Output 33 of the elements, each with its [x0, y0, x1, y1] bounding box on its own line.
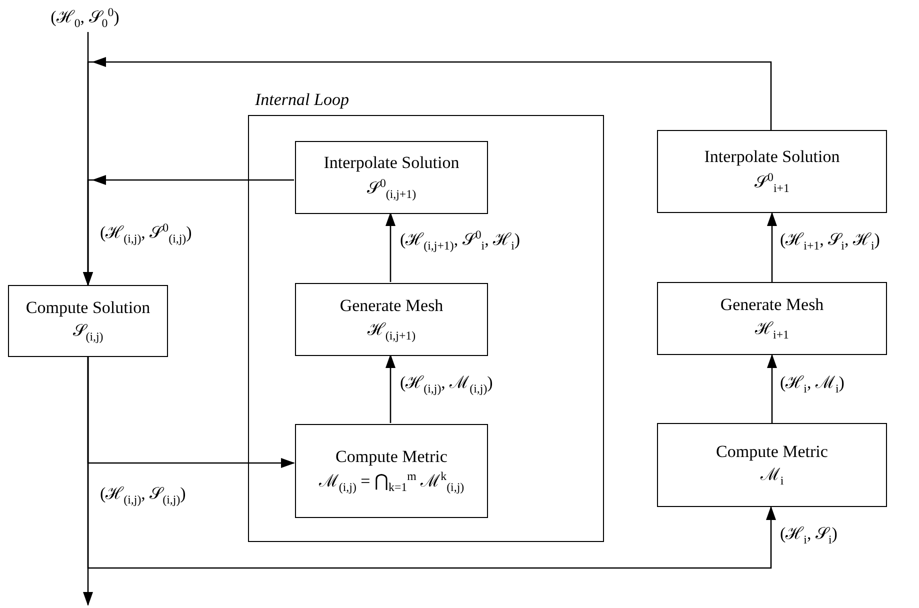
box-title: Interpolate Solution: [324, 153, 460, 173]
loop-heading: Internal Loop: [255, 90, 349, 110]
edge-label: (ℋ$_{i}$, ℳ$_{i}$): [779, 372, 846, 396]
arrow: [386, 354, 396, 423]
arrow: [767, 354, 777, 423]
math-formula: ℋ$_{i+1}$: [755, 318, 789, 342]
edge-label: (ℋ$_{(i,j)}$, ℳ$_{(i,j)}$): [399, 372, 494, 396]
box-title: Interpolate Solution: [704, 147, 840, 167]
arrow: [767, 212, 777, 282]
box-title: Generate Mesh: [720, 295, 824, 315]
arrow: [83, 57, 772, 286]
process-box: [295, 424, 488, 518]
math-formula: ℋ$_{(i,j+1)}$: [367, 320, 416, 343]
box-title: Compute Metric: [336, 446, 448, 466]
edge-label: (ℋ$_{i}$, 𝒮$_{i}$): [779, 523, 838, 548]
arrow: [386, 212, 396, 282]
process-box: [295, 283, 488, 356]
math-formula: ℳ$_{i}$: [760, 465, 784, 488]
edge-label: (ℋ$_{(i,j)}$, 𝒮$_{(i,j)}$): [99, 483, 187, 508]
box-title: Compute Solution: [26, 298, 150, 318]
box-title: Generate Mesh: [340, 296, 444, 316]
process-box: [657, 130, 887, 213]
math-formula: 𝒮$_{(i,j)}$: [72, 321, 104, 344]
process-box: [657, 423, 887, 507]
edge-label: (ℋ$_{(i,j+1)}$, 𝒮$^{0}$$_{i}$, ℋ$_{i}$): [399, 227, 522, 254]
process-box: [8, 285, 168, 357]
box-title: Compute Metric: [716, 442, 828, 462]
process-box: [657, 282, 887, 355]
edge-label: (ℋ$_{i+1}$, 𝒮$_{i}$, ℋ$_{i}$): [779, 229, 881, 254]
process-box: [295, 141, 488, 214]
box-title: (ℋ$_{0}$, 𝒮$_{0}$$^{0}$): [50, 6, 120, 30]
arrow: [83, 357, 93, 606]
edge-label: (ℋ$_{(i,j)}$, 𝒮$^{0}$$_{(i,j)}$): [99, 220, 193, 246]
